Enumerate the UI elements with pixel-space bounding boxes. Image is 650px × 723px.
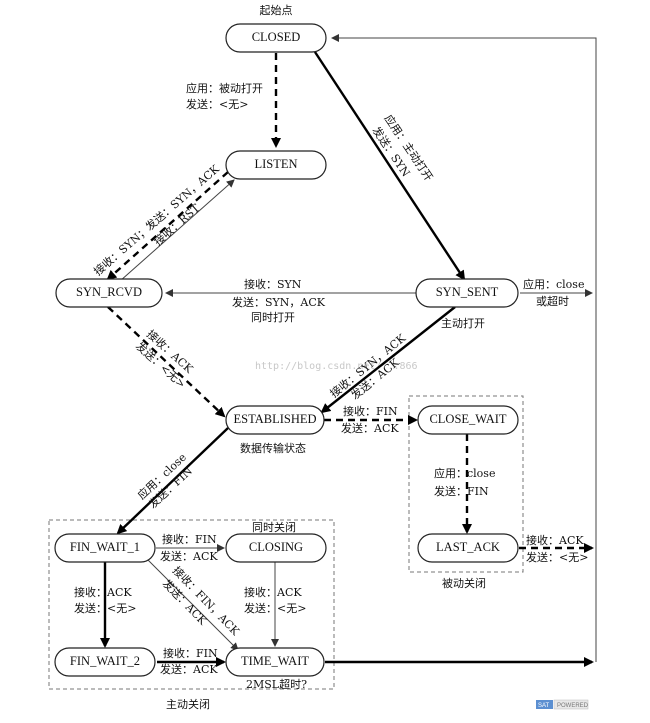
edge-return-to-closed [331, 34, 597, 662]
svg-text:CLOSING: CLOSING [249, 540, 303, 554]
state-fin-wait-2: FIN_WAIT_2 [54, 647, 156, 677]
label-est-fin-2: 发送：ACK [341, 421, 399, 435]
state-syn-sent: SYN_SENT [415, 278, 519, 308]
label-passive-close: 被动关闭 [442, 576, 486, 590]
label-listen-rcv-syn: 接收：SYN；发送：SYN，ACK [91, 161, 223, 278]
label-fw2-fin-2: 发送：ACK [160, 662, 218, 676]
edge-closed-synsent [313, 51, 466, 281]
label-msl: 2MSL超时? [246, 677, 307, 691]
svg-text:SYN_RCVD: SYN_RCVD [76, 285, 142, 299]
label-active-open-note: 主动打开 [441, 316, 485, 330]
edge-synsent-established [320, 306, 456, 414]
svg-text:ESTABLISHED: ESTABLISHED [233, 412, 316, 426]
label-simul-1: 接收：SYN [244, 277, 302, 291]
label-la-ack-1: 接收：ACK [526, 533, 584, 547]
state-closing: CLOSING [225, 533, 327, 563]
label-fw2-fin-1: 接收：FIN [163, 646, 218, 660]
label-fw1-ack-2: 发送：<无> [74, 601, 136, 615]
watermark: http://blog.csdn.net/...866 [255, 361, 418, 372]
label-passive-open-2: 发送：<无> [186, 97, 248, 111]
edge-established-finwait1 [116, 427, 229, 535]
label-la-ack-2: 发送：<无> [526, 550, 588, 564]
svg-text:CLOSE_WAIT: CLOSE_WAIT [429, 412, 506, 426]
label-fw1-fin-2: 发送：ACK [160, 549, 218, 563]
label-data-transfer: 数据传输状态 [240, 441, 306, 455]
edge-listen-synrcvd [106, 171, 229, 281]
svg-text:CLOSED: CLOSED [252, 30, 301, 44]
label-fw1-ack-1: 接收：ACK [74, 585, 132, 599]
edge-synrcvd-established [107, 306, 226, 418]
label-cw-close-1: 应用：close [434, 466, 495, 480]
label-simul-close: 同时关闭 [252, 520, 296, 534]
svg-text:SYN_SENT: SYN_SENT [436, 285, 499, 299]
label-closing-ack-2: 发送：<无> [244, 601, 306, 615]
label-cw-close-2: 发送：FIN [434, 484, 489, 498]
state-time-wait: TIME_WAIT [225, 647, 325, 677]
svg-text:POWERED: POWERED [557, 703, 589, 709]
state-close-wait: CLOSE_WAIT [417, 405, 519, 435]
label-fw1-fin-1: 接收：FIN [162, 532, 217, 546]
state-established: ESTABLISHED [225, 405, 325, 435]
svg-text:FIN_WAIT_2: FIN_WAIT_2 [70, 654, 140, 668]
label-close-timeout-1: 应用：close [523, 277, 584, 291]
state-listen: LISTEN [225, 150, 327, 180]
state-syn-rcvd: SYN_RCVD [55, 278, 163, 308]
label-close-timeout-2: 或超时 [536, 294, 569, 308]
state-fin-wait-1: FIN_WAIT_1 [54, 533, 156, 563]
state-last-ack: LAST_ACK [417, 533, 519, 563]
active-close-group [48, 519, 335, 690]
start-point-label: 起始点 [260, 3, 293, 17]
edge-finwait1-timewait [147, 559, 239, 651]
label-simul-2: 发送：SYN，ACK [232, 295, 326, 309]
edge-synrcvd-listen [119, 179, 235, 282]
svg-text:SAT: SAT [538, 703, 550, 709]
svg-text:LAST_ACK: LAST_ACK [436, 540, 500, 554]
svg-text:FIN_WAIT_1: FIN_WAIT_1 [70, 540, 140, 554]
label-est-fin-1: 接收：FIN [343, 404, 398, 418]
label-passive-open-1: 应用：被动打开 [186, 81, 263, 95]
passive-close-group [408, 395, 524, 573]
svg-text:LISTEN: LISTEN [254, 157, 297, 171]
svg-text:TIME_WAIT: TIME_WAIT [241, 654, 309, 668]
powered-badge: SAT POWERED [536, 699, 589, 710]
label-simul-3: 同时打开 [251, 310, 295, 324]
label-closing-ack-1: 接收：ACK [244, 585, 302, 599]
state-closed: CLOSED [225, 23, 327, 53]
label-active-close: 主动关闭 [166, 697, 210, 711]
